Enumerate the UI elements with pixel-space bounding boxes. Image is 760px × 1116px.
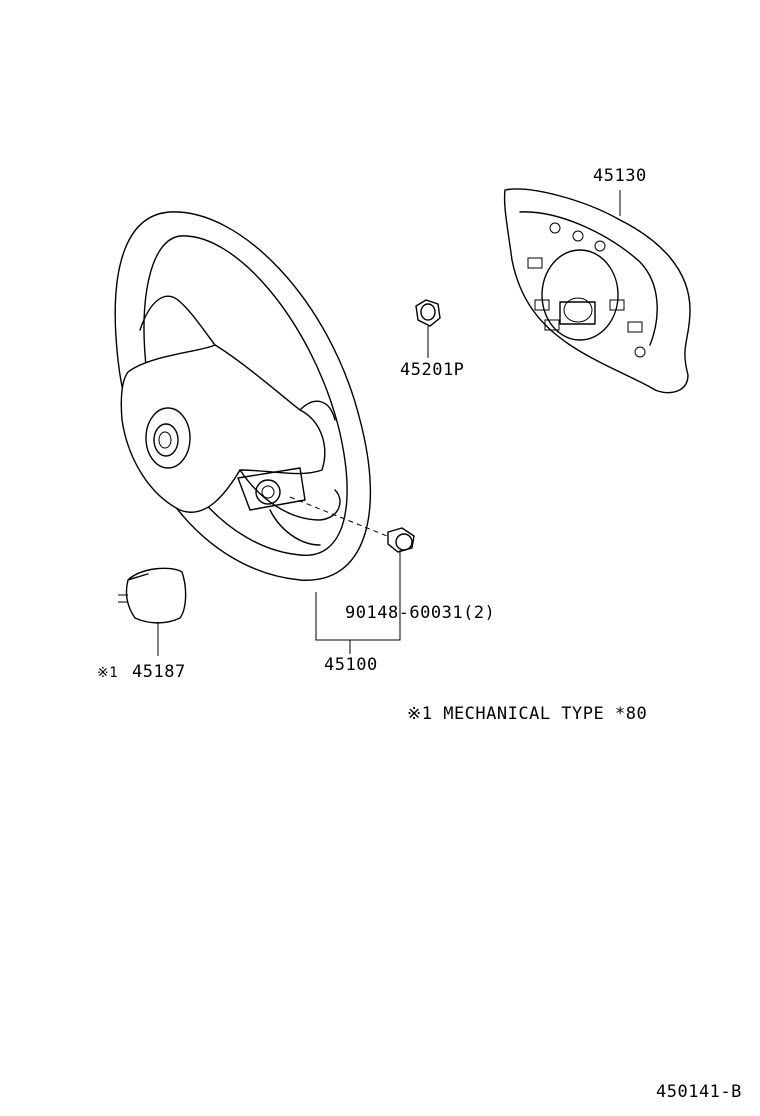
- label-cover-mark: ※1: [97, 665, 119, 681]
- steering-wheel-drawing: [114, 211, 372, 581]
- bolt-axis-line: [289, 496, 393, 539]
- airbag-pad-drawing: [503, 188, 691, 394]
- label-steering-wheel: 45100: [324, 655, 378, 675]
- diagram-code: 450141-B: [656, 1082, 742, 1102]
- nut-drawing: [415, 299, 441, 327]
- bolt-drawing: [387, 527, 415, 553]
- label-airbag-pad: 45130: [593, 166, 647, 186]
- assembly-bracket: [315, 550, 401, 641]
- label-cover: 45187: [132, 662, 186, 682]
- label-bolt: 90148-60031(2): [345, 603, 496, 623]
- cover-drawing: [118, 567, 187, 624]
- label-nut: 45201P: [400, 360, 465, 380]
- note-mechanical-type: ※1 MECHANICAL TYPE *80: [407, 704, 648, 724]
